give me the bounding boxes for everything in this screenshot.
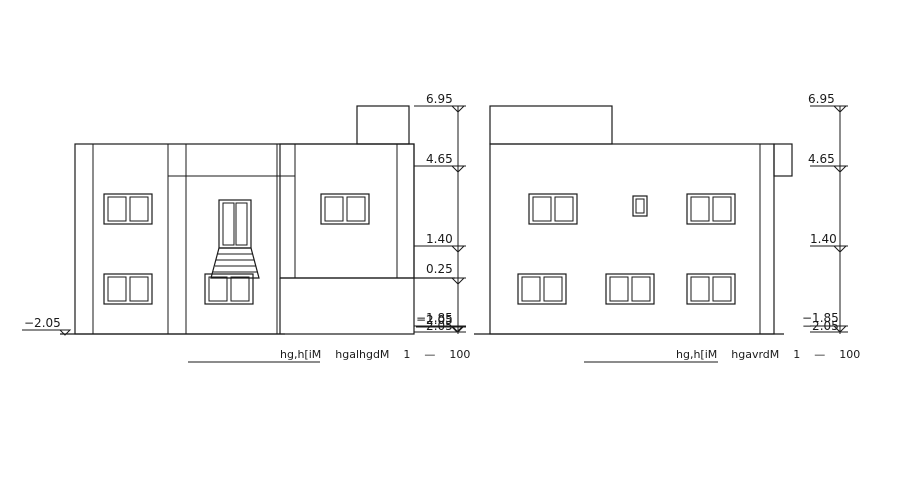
right-main-wall — [489, 143, 775, 335]
level-label-dim-b: −2.05 — [416, 319, 453, 333]
window — [103, 273, 153, 305]
right-dimension-line — [810, 105, 848, 334]
window — [528, 193, 578, 225]
ground-level-label: −2.05 — [416, 313, 453, 327]
level-label-upper: 4.65 — [426, 152, 453, 166]
stairs — [210, 247, 260, 279]
level-label-upper: 4.65 — [808, 152, 835, 166]
right-roof-block — [489, 105, 613, 145]
level-label-dim-b: −2.05 — [802, 319, 839, 333]
ground-level-label: −2.05 — [24, 316, 61, 330]
left-main-wall — [74, 143, 415, 335]
right-elevation: 6.95 4.65 1.40 −1.85 −2.05 −2.05 hg,h[iM… — [416, 92, 860, 363]
level-label-sill: 1.40 — [426, 232, 453, 246]
window — [605, 273, 655, 305]
level-label-dim-a: −1.85 — [802, 311, 839, 325]
left-dimension-line — [414, 105, 466, 334]
ground-level-marker — [22, 329, 72, 336]
level-label-sill: 1.40 — [810, 232, 837, 246]
level-label-top: 6.95 — [426, 92, 453, 106]
level-label-base: 0.25 — [426, 262, 453, 276]
window — [686, 273, 736, 305]
level-label-top: 6.95 — [808, 92, 835, 106]
window — [686, 193, 736, 225]
door — [218, 199, 252, 249]
window — [320, 193, 370, 225]
left-elevation-caption: hg,h[iM hgalhgdM 1 — 100 — [280, 348, 470, 361]
left-elevation: 6.95 4.65 1.40 0.25 −1.85 −2.05 −2.05 hg… — [22, 92, 470, 363]
level-label-dim-a: −1.85 — [416, 311, 453, 325]
small-window — [632, 195, 648, 217]
window — [517, 273, 567, 305]
window — [204, 273, 254, 305]
right-side-wall — [773, 143, 793, 177]
left-roof-block — [356, 105, 410, 145]
window — [103, 193, 153, 225]
right-elevation-caption: hg,h[iM hgavrdM 1 — 100 — [676, 348, 860, 361]
ground-level-marker — [416, 326, 466, 333]
